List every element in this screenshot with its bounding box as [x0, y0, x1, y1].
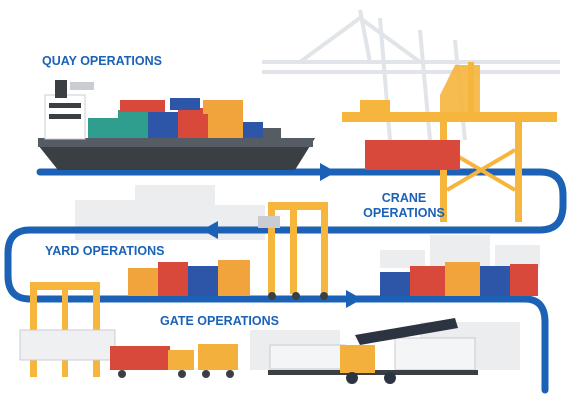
stage-label-crane-operations: CRANE OPERATIONS — [352, 191, 456, 221]
container-ship-icon — [38, 80, 315, 170]
yard-container-stack — [128, 260, 538, 296]
stage-label-gate-operations: GATE OPERATIONS — [160, 314, 279, 328]
arrow-icon — [320, 163, 336, 181]
stage-label-quay-operations: QUAY OPERATIONS — [42, 54, 162, 68]
truck-icon — [110, 346, 194, 378]
gate-gantry-crane-icon — [19, 282, 116, 377]
reach-stacker-icon — [268, 318, 478, 384]
stage-label-yard-operations: YARD OPERATIONS — [45, 244, 165, 258]
arrow-icon — [202, 221, 218, 239]
ship-container-stack — [88, 98, 281, 138]
arrow-icon — [346, 290, 362, 308]
flow-path — [4, 168, 567, 394]
quay-crane-icon — [342, 62, 557, 222]
gantry-crane-icon — [258, 202, 328, 300]
stage-label-crane-line1: CRANE — [381, 191, 427, 205]
truck-icon — [198, 344, 238, 378]
stage-label-crane-line2: OPERATIONS — [363, 206, 445, 220]
